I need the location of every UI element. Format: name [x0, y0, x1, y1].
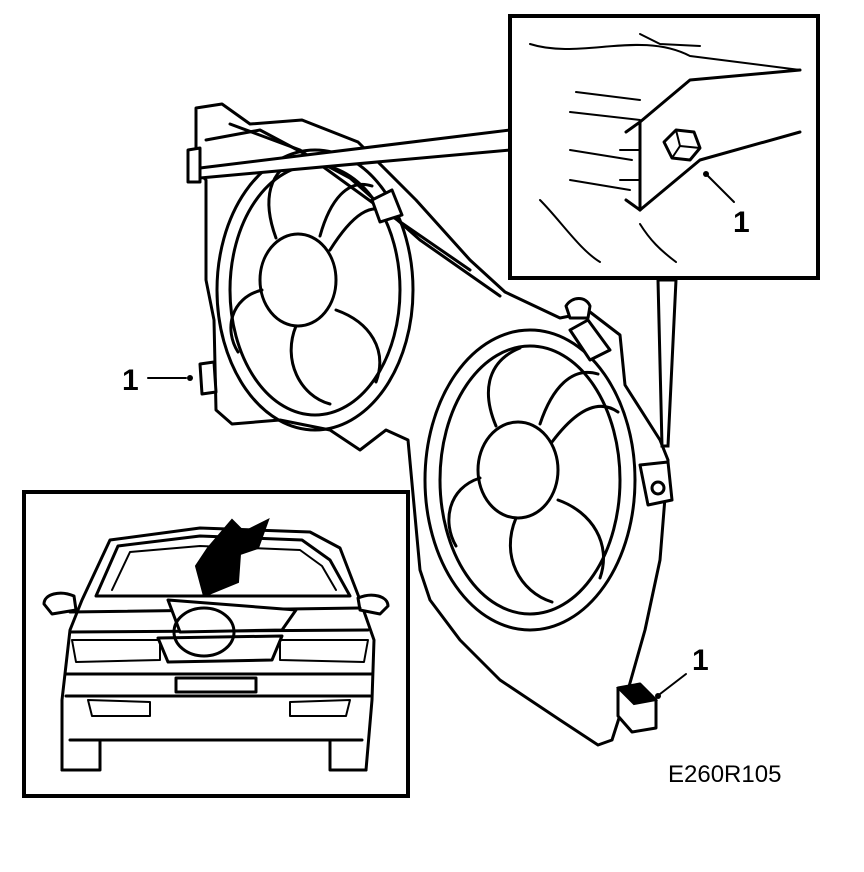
cooling-fan-right [423, 328, 637, 632]
callout-left: 1 [122, 364, 139, 397]
bolt-icon [662, 128, 702, 162]
callout-left-group: 1 [122, 364, 193, 397]
bolt-detail-inset: 1 [508, 14, 820, 280]
cooling-fan-left [215, 148, 415, 432]
callout-bottom-right: 1 [692, 644, 709, 677]
figure-code: E260R105 [668, 761, 781, 788]
car-front-locator-inset [22, 490, 410, 798]
locator-arrow-icon [194, 517, 270, 598]
callout-detail: 1 [733, 206, 750, 239]
fan-shroud-assembly [186, 102, 674, 747]
callout-bottom-right-group: 1 [655, 644, 709, 699]
